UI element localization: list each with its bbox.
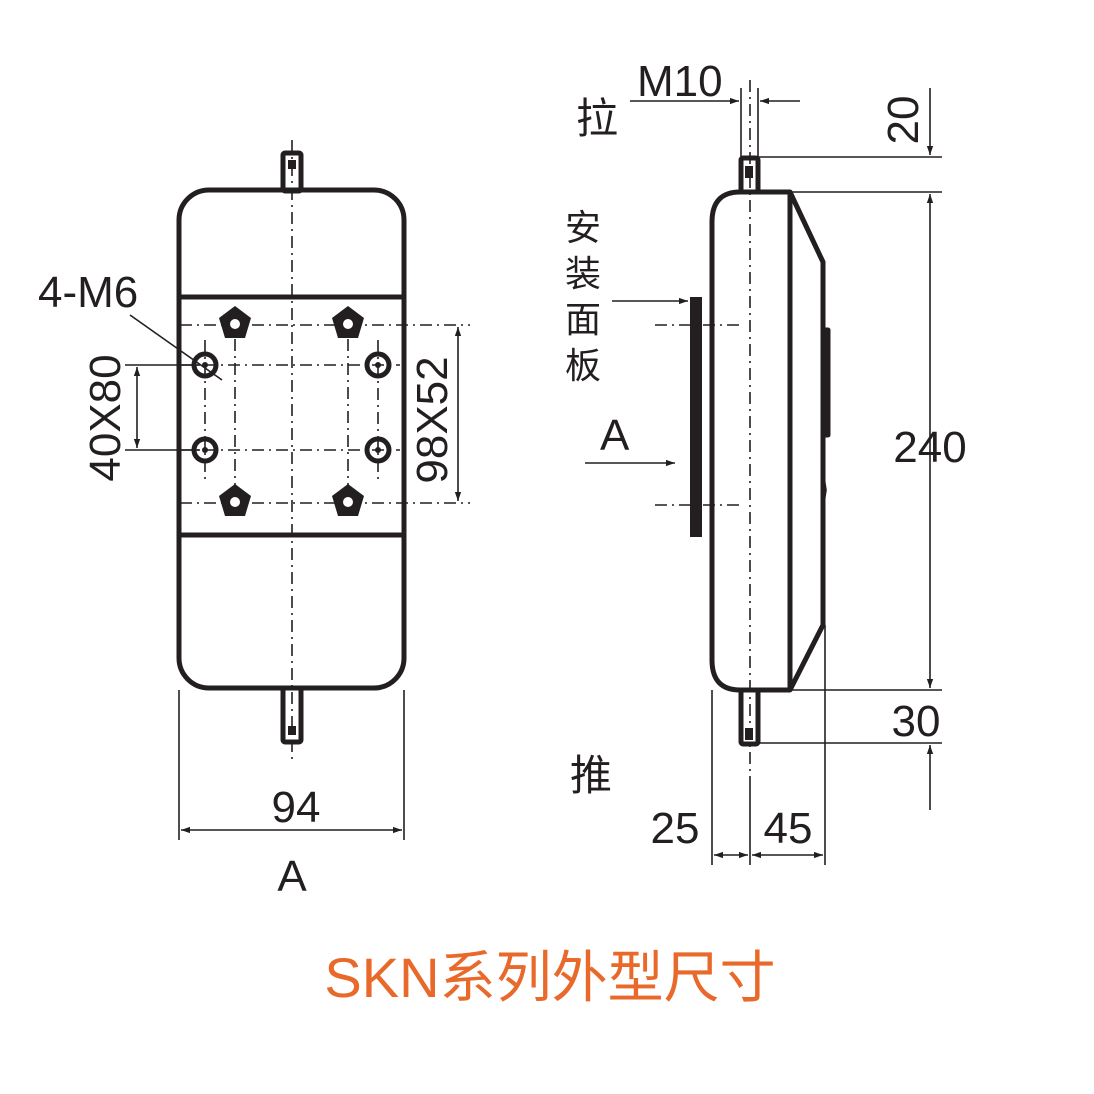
side-view-arrow-label: A [600,411,630,460]
thread-label: M10 [637,57,723,106]
panel-label-line: 装 [565,254,601,295]
page-title: SKN系列外型尺寸 [324,946,775,1009]
push-label: 推 [570,751,612,800]
panel-label-line: 面 [565,300,601,341]
side-housing-outline [709,189,826,693]
panel-label-line: 板 [565,346,601,387]
panel-label-line: 安 [565,208,601,249]
dim-label-40x80: 40X80 [81,354,130,481]
pull-label: 拉 [576,94,618,143]
dim-label-top: 20 [879,96,928,145]
mounting-bolt [332,306,364,338]
dim-label-bottom: 30 [892,697,941,746]
dim-label-depth-right: 45 [764,804,813,853]
dim-label-98x52: 98X52 [408,356,457,483]
mounting-bolt [219,306,251,338]
front-view: 4-M6 40X80 98X52 94 A [38,140,470,901]
dim-label-depth-left: 25 [651,804,700,853]
side-view: 安 装 面 板 A 拉 推 M10 20 240 30 [565,57,967,865]
hole-label: 4-M6 [38,268,138,317]
mounting-bolt [219,484,251,516]
m6-hole [364,436,392,464]
hole-leader [129,314,223,381]
dim-label-height: 240 [893,423,966,472]
mounting-bolt [332,484,364,516]
mounting-panel [690,297,702,537]
m6-hole [364,351,392,379]
dim-label-width: 94 [272,783,321,832]
front-view-label: A [277,852,307,901]
